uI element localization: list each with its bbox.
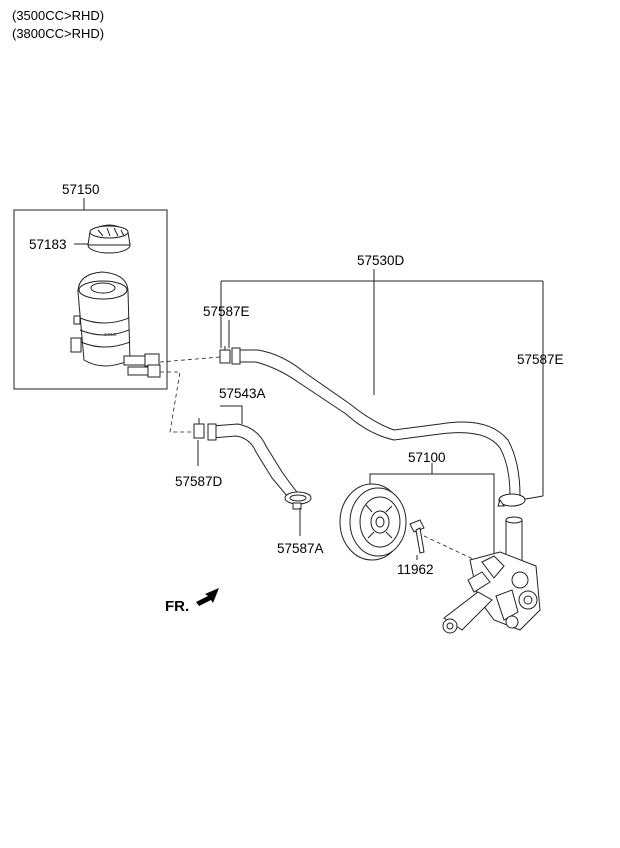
condition-line-1: (3500CC>RHD): [12, 8, 105, 23]
pump-body: [442, 516, 541, 634]
front-arrow-icon: [196, 588, 219, 606]
label-57587A: 57587A: [277, 541, 324, 556]
reservoir-cap: [87, 224, 131, 254]
cold-mark: COLD: [104, 332, 117, 337]
front-direction-indicator: FR.: [165, 588, 219, 615]
reservoir-assembly: COLD: [13, 198, 168, 390]
label-57587E-left: 57587E: [203, 304, 250, 319]
suction-hose: [207, 423, 301, 503]
reservoir-tank: COLD: [70, 271, 161, 378]
hose-clamp-d: [193, 418, 205, 439]
label-57150: 57150: [62, 182, 100, 197]
hose-clamp-e-left: [219, 346, 231, 364]
label-57587D: 57587D: [175, 474, 223, 489]
label-57587E-right: 57587E: [517, 352, 564, 367]
reservoir-group-box: [13, 209, 168, 390]
label-57543A: 57543A: [219, 386, 266, 401]
label-57530D: 57530D: [357, 253, 405, 268]
hose-clamp-a: [284, 491, 312, 510]
condition-line-2: (3800CC>RHD): [12, 26, 105, 41]
pump-pulley: [339, 483, 407, 561]
mounting-bolt: [409, 519, 425, 554]
label-57183: 57183: [29, 237, 67, 252]
front-label: FR.: [165, 598, 189, 615]
label-57100: 57100: [408, 450, 446, 465]
hose-clamp-e-right: [497, 493, 526, 507]
label-11962: 11962: [397, 562, 434, 577]
